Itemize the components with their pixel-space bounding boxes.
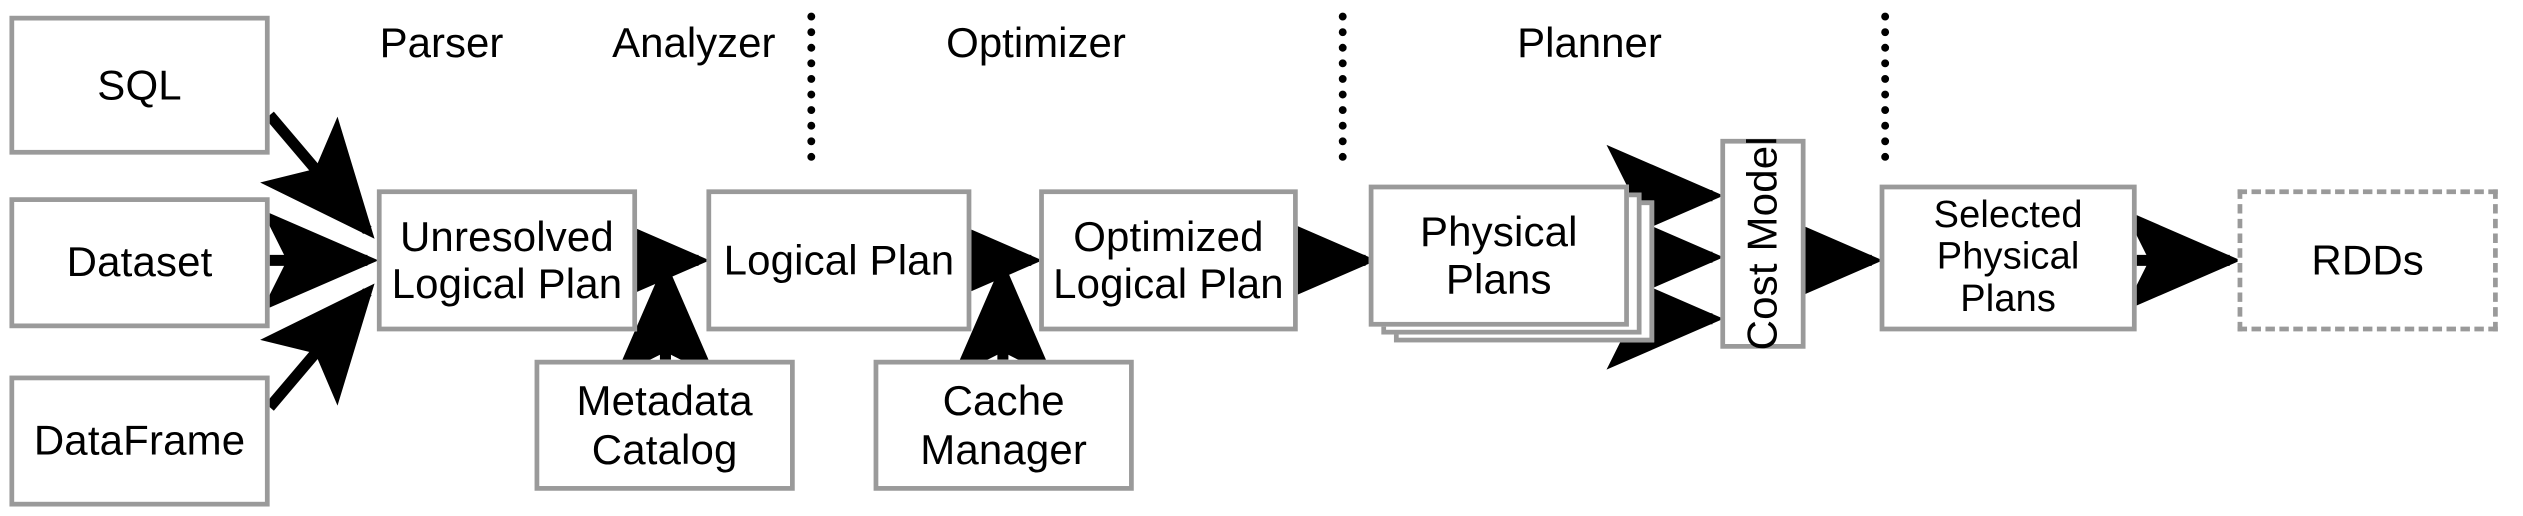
stage-label-analyzer: Analyzer [612,18,776,67]
stage-label-planner: Planner [1517,18,1662,67]
stage-label-parser: Parser [379,18,504,67]
node-optimized-logical-plan[interactable]: Optimized Logical Plan [1039,189,1298,332]
node-sql[interactable]: SQL [9,15,270,155]
node-physical-plans[interactable]: Physical Plans [1368,184,1629,327]
divider-optimizer-planner [1881,12,1890,161]
node-rdds[interactable]: RDDs [2237,189,2498,332]
node-dataframe[interactable]: DataFrame [9,375,270,507]
divider-parser-analyzer [807,12,816,161]
node-logical-plan[interactable]: Logical Plan [706,189,972,332]
stage-label-optimizer: Optimizer [946,18,1126,67]
node-cost-model[interactable]: Cost Model [1720,136,1806,351]
node-dataset[interactable]: Dataset [9,197,270,329]
edge-dataframe-to-unresolved [260,283,375,411]
node-cost-model-label: Cost Model [1739,136,1787,351]
divider-analyzer-optimizer [1338,12,1347,161]
node-metadata-catalog[interactable]: Metadata Catalog [534,359,795,491]
node-selected-physical-plans[interactable]: Selected Physical Plans [1879,184,2137,332]
node-unresolved-logical-plan[interactable]: Unresolved Logical Plan [376,189,638,332]
node-cache-manager[interactable]: Cache Manager [873,359,1134,491]
